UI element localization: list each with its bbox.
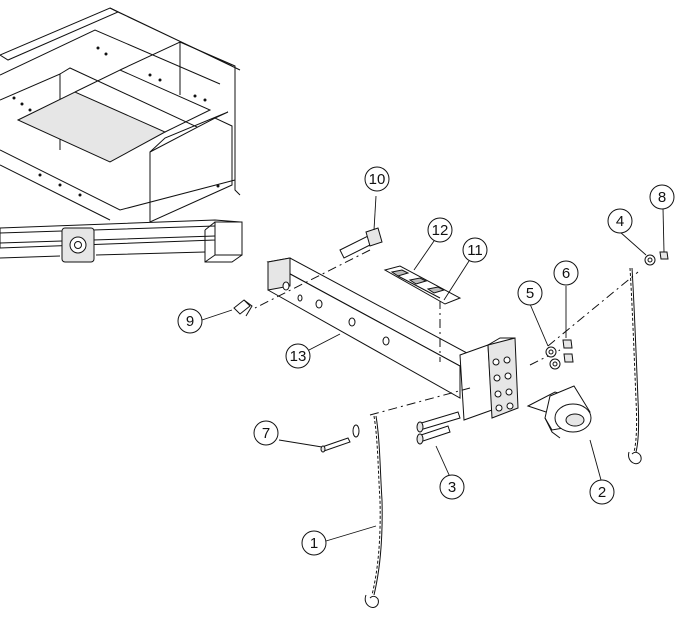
hairpin-clip (233, 299, 253, 317)
callout-6-label: 6 (562, 265, 570, 282)
callout-leader-lines (201, 195, 665, 542)
callout-8: 8 (649, 184, 675, 210)
callout-13: 13 (285, 343, 311, 369)
callout-10-label: 10 (369, 171, 386, 188)
warning-decal (383, 265, 462, 305)
callout-2-label: 2 (598, 484, 606, 501)
callout-9: 9 (177, 308, 203, 334)
safety-chain-left (364, 415, 383, 608)
chain-screw (320, 424, 360, 453)
callout-1-label: 1 (310, 535, 318, 552)
callout-13-label: 13 (290, 348, 307, 365)
callout-12-label: 12 (432, 222, 449, 239)
drawbar-tongue (266, 257, 482, 399)
vehicle-rear-frame (0, 7, 243, 263)
safety-chain-right (628, 267, 642, 465)
callout-3: 3 (439, 474, 465, 500)
callout-11-label: 11 (467, 242, 483, 259)
lunette-eye (526, 385, 592, 439)
callout-8-label: 8 (658, 189, 666, 206)
callout-12: 12 (427, 217, 453, 243)
frame-bolt-dots (12, 46, 220, 197)
callout-7: 7 (253, 420, 279, 446)
washers-and-nuts (545, 251, 669, 370)
callout-2: 2 (589, 479, 615, 505)
callout-11: 11 (462, 237, 488, 263)
mounting-bolts (416, 411, 461, 445)
callout-4: 4 (607, 208, 633, 234)
callout-10: 10 (364, 166, 390, 192)
callout-9-label: 9 (186, 313, 194, 330)
hitch-pin-bolt (339, 227, 383, 259)
pintle-mount-plate (459, 337, 519, 421)
callout-7-label: 7 (262, 425, 270, 442)
callout-5: 5 (517, 280, 543, 306)
callout-4-label: 4 (616, 213, 624, 230)
frame-clamp (61, 227, 95, 263)
callout-3-label: 3 (448, 479, 456, 496)
callout-6: 6 (553, 260, 579, 286)
callout-1: 1 (301, 530, 327, 556)
callout-5-label: 5 (526, 285, 534, 302)
